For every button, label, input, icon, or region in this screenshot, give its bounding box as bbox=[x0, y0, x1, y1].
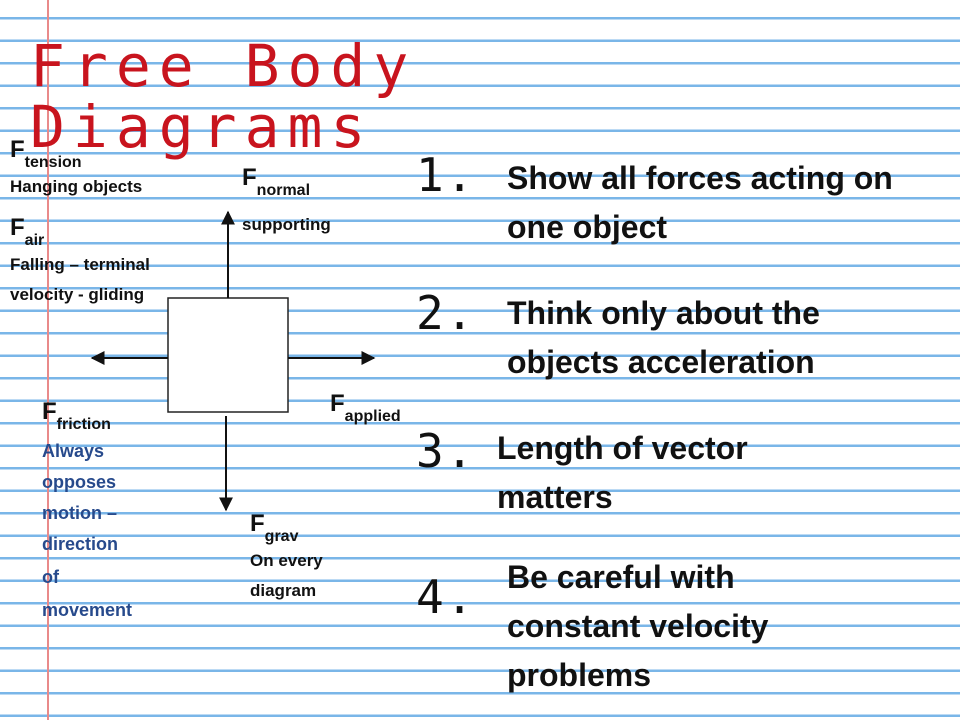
point-text: Show all forces acting on one object bbox=[507, 160, 893, 245]
friction-note-line: opposes bbox=[42, 472, 117, 492]
notebook-margin-line bbox=[47, 0, 49, 720]
object-box bbox=[167, 297, 289, 413]
gravity-force-label: Fgrav bbox=[250, 510, 298, 545]
normal-force-label: Fnormal bbox=[242, 164, 310, 199]
normal-force-subscript: normal bbox=[256, 182, 311, 199]
tension-force-label: Ftension bbox=[10, 136, 82, 171]
applied-force-subscript: applied bbox=[344, 408, 401, 425]
air-force-label: Fair bbox=[10, 214, 44, 249]
point-text: Think only about the objects acceleratio… bbox=[507, 295, 820, 380]
friction-force-subscript: friction bbox=[56, 416, 111, 433]
point-number: 3. bbox=[416, 424, 476, 478]
normal-force-note: supporting bbox=[242, 215, 331, 234]
friction-note-line: of bbox=[42, 567, 59, 587]
point-text: Length of vector matters bbox=[497, 430, 748, 515]
applied-force-label: Fapplied bbox=[330, 390, 401, 425]
gravity-force-subscript: grav bbox=[264, 528, 299, 545]
normal-force-symbol: F bbox=[242, 164, 257, 191]
friction-force-label: Ffriction bbox=[42, 398, 111, 433]
point-number: 4. bbox=[416, 570, 476, 624]
tension-force-note: Hanging objects bbox=[10, 177, 143, 196]
point-number: 2. bbox=[416, 286, 476, 340]
tension-force-symbol: F bbox=[10, 136, 25, 163]
gravity-force-note-line1: On every bbox=[250, 551, 323, 570]
friction-note-line: motion – bbox=[42, 503, 117, 523]
gravity-force-symbol: F bbox=[250, 510, 265, 537]
point-number: 1. bbox=[416, 148, 476, 202]
point-text: Be careful with constant velocity proble… bbox=[507, 559, 769, 693]
friction-note-line: direction bbox=[42, 534, 119, 554]
page-title: Free Body Diagrams bbox=[30, 32, 417, 161]
gravity-force-note-line2: diagram bbox=[250, 581, 317, 600]
air-force-symbol: F bbox=[10, 214, 25, 241]
applied-force-symbol: F bbox=[330, 390, 345, 417]
friction-force-symbol: F bbox=[42, 398, 57, 425]
friction-note-line: movement bbox=[42, 600, 133, 620]
air-force-note-line2: velocity - gliding bbox=[10, 285, 145, 304]
friction-note-line: Always bbox=[42, 441, 105, 461]
air-force-note-line1: Falling – terminal bbox=[10, 255, 150, 274]
tension-force-subscript: tension bbox=[24, 154, 82, 171]
air-force-subscript: air bbox=[24, 232, 45, 249]
